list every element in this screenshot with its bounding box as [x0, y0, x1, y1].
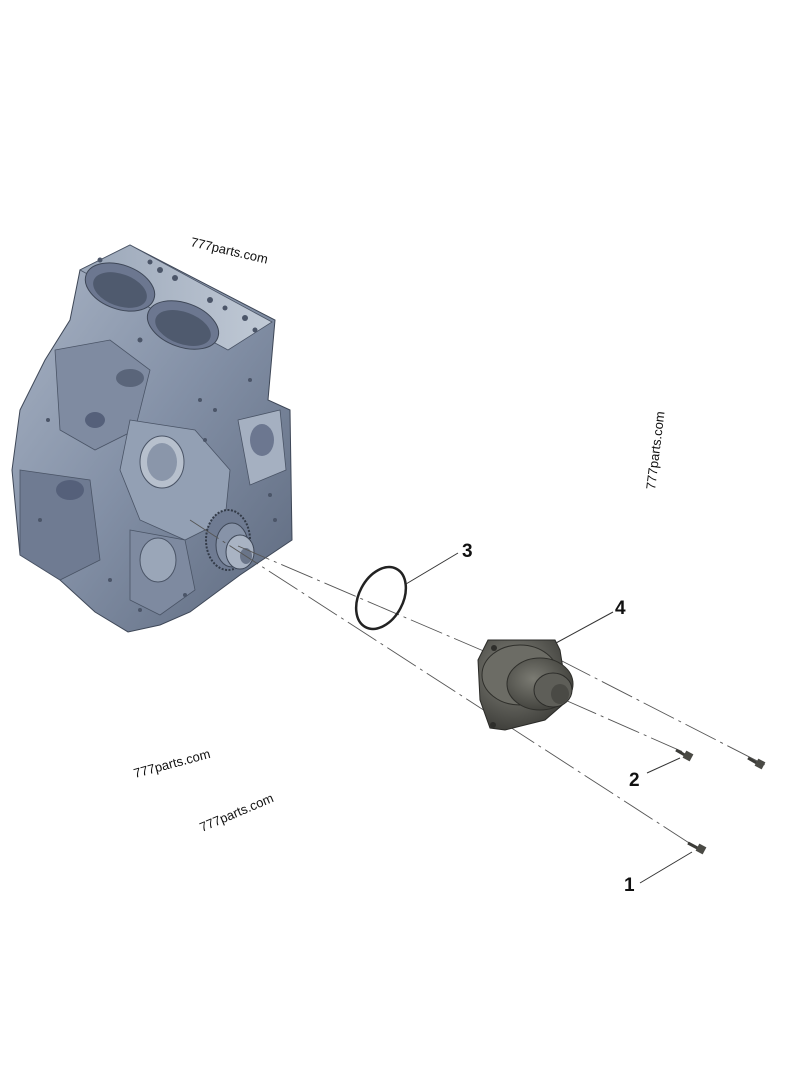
o-ring — [354, 565, 408, 631]
bolt-part-1-upper — [747, 756, 766, 770]
assembly-axis-lines — [189, 519, 766, 851]
water-pump — [477, 639, 574, 731]
watermark-text: 777parts.com — [197, 790, 275, 835]
callout-3: 3 — [462, 541, 473, 562]
watermark-text: 777parts.com — [643, 410, 667, 490]
bolt-part-2 — [675, 748, 694, 762]
callout-1: 1 — [624, 875, 635, 896]
leader-lines — [405, 552, 693, 884]
callout-2: 2 — [629, 770, 640, 791]
watermark-text: 777parts.com — [189, 234, 269, 266]
callout-4: 4 — [615, 598, 626, 619]
watermark-text: 777parts.com — [132, 746, 212, 781]
bolt-part-1 — [687, 841, 707, 855]
engine-block — [11, 244, 293, 633]
